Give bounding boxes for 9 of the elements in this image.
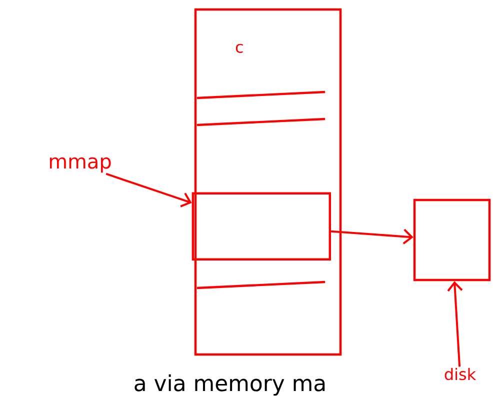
memory-column <box>194 8 342 356</box>
arrow <box>447 281 463 367</box>
caption-text: a via memory ma <box>134 374 325 396</box>
handwritten-label: mmap <box>50 157 111 173</box>
arrow <box>106 172 192 208</box>
mapped-region <box>192 192 331 260</box>
segment-label: c <box>236 44 243 53</box>
handwritten-label: disk <box>444 368 476 380</box>
disk-block <box>413 198 491 282</box>
